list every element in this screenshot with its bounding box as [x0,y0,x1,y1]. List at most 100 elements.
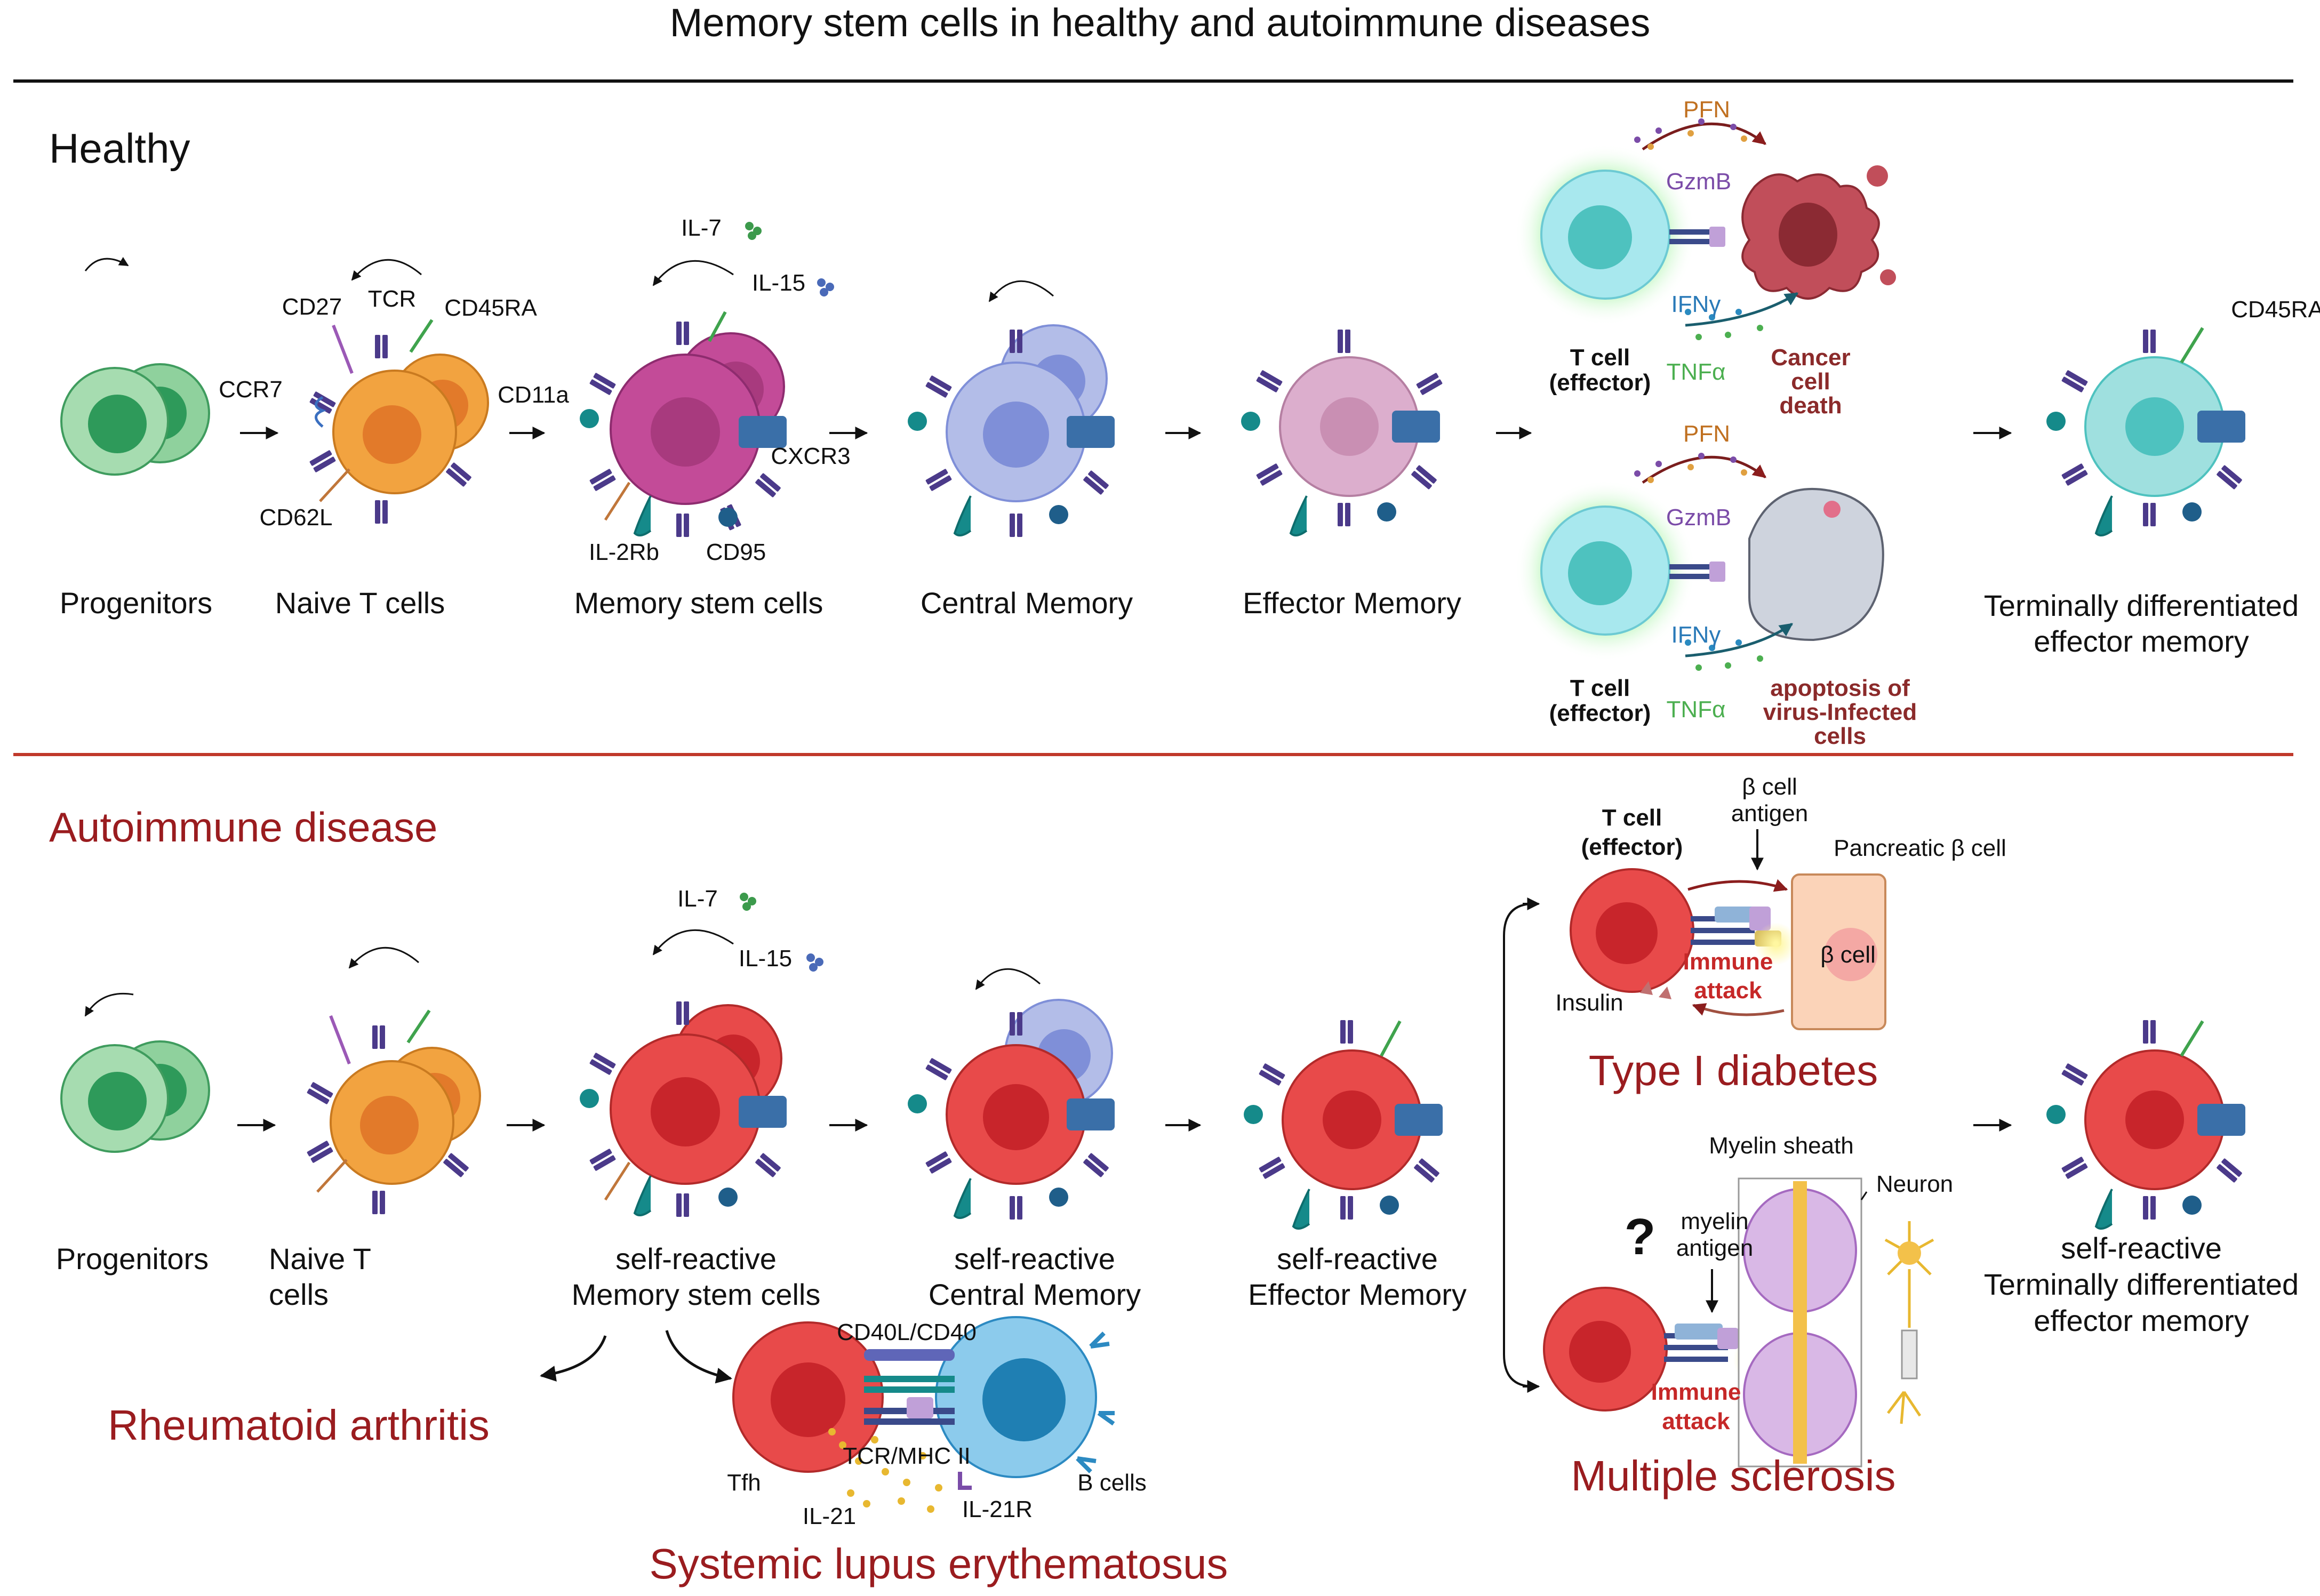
t1d-tcell-1: T cell [1602,805,1662,831]
stage-effector-auto-2: Effector Memory [1248,1278,1467,1311]
sle-tfh: Tfh [727,1470,761,1496]
stage-central-auto-2: Central Memory [929,1278,1141,1311]
marker-cd27: CD27 [282,294,342,320]
marker-cxcr3: CXCR3 [771,443,850,469]
effector-virus-panel [1515,453,1884,671]
label-tcell-bottom-2: (effector) [1549,700,1651,726]
t1d-bcell-label: β cell [1820,942,1876,968]
ms-attack-1: Immune [1651,1379,1741,1405]
il7-dots [745,222,762,240]
sle-il21r: IL-21R [962,1496,1033,1522]
stage-progenitors: Progenitors [60,586,212,620]
t1d-tcell-2: (effector) [1581,834,1683,860]
central-memory-cell [908,280,1115,537]
label-cancer-2: cell [1791,368,1830,395]
t1d-title: Type I diabetes [1589,1047,1878,1094]
stage-naive-auto-1: Naive T [269,1242,371,1276]
label-tcell-top-2: (effector) [1549,370,1651,396]
label-virus-2: virus-Infected [1763,699,1917,725]
t1d-attack-1: Immune [1683,949,1773,975]
marker-cd45ra-terminal: CD45RA [2231,296,2320,323]
stage-naive: Naive T cells [275,586,445,620]
label-pfn-top: PFN [1683,97,1730,123]
ms-panel [1543,1177,1934,1467]
sle-bcells: B cells [1077,1470,1147,1496]
label-cancer-1: Cancer [1771,344,1850,371]
cytokine-il7: IL-7 [681,215,722,241]
stage-terminal-auto-3: effector memory [2034,1304,2249,1337]
stage-stem-auto-1: self-reactive [615,1242,777,1276]
label-tcell-bottom-1: T cell [1570,675,1630,701]
marker-cd62l: CD62L [260,504,333,531]
marker-ccr7: CCR7 [219,376,283,403]
terminal-effector-cell [2046,327,2245,536]
label-cancer-3: death [1779,392,1842,419]
label-gzmb-top: GzmB [1666,169,1731,195]
ms-myelin-label: Myelin sheath [1709,1133,1853,1159]
ms-neuron-label: Neuron [1876,1171,1953,1197]
stage-naive-auto-2: cells [269,1278,329,1311]
label-tnfa-bottom: TNFα [1667,696,1726,723]
t1d-attack-2: attack [1694,977,1762,1004]
label-ifng-bottom: IFNγ [1671,622,1721,648]
il7-dots-auto [740,893,756,911]
marker-cd11a: CD11a [498,382,569,408]
self-reactive-stem-cell [580,929,787,1217]
self-reactive-effector-cell [1244,1020,1443,1230]
progenitor-cell [60,256,210,476]
label-tnfa-top: TNFα [1667,359,1726,385]
stage-terminal-auto-1: self-reactive [2061,1231,2222,1265]
ms-antigen-1: myelin [1681,1208,1748,1234]
effector-cancer-panel [1515,118,1896,340]
ms-antigen-2: antigen [1676,1235,1753,1261]
sle-il21: IL-21 [803,1503,856,1529]
t1d-antigen-1: β cell [1742,774,1797,800]
cytokine-il15-auto: IL-15 [739,945,792,972]
progenitor-cell-auto [60,992,210,1153]
naive-t-cell-auto [306,947,481,1214]
label-tcell-top-1: T cell [1570,344,1630,371]
branch-bracket [1503,903,1534,1388]
marker-cd95: CD95 [706,539,766,565]
stage-central-memory: Central Memory [921,586,1133,620]
marker-tcr: TCR [368,286,416,312]
t1d-antigen-2: antigen [1731,800,1808,827]
t1d-pancreatic-label: Pancreatic β cell [1834,835,2006,861]
label-pfn-bottom: PFN [1683,421,1730,447]
memory-stem-cell [580,260,787,537]
cytokine-il7-auto: IL-7 [677,886,718,912]
sle-cd40: CD40L/CD40 [837,1319,977,1345]
stage-effector-memory: Effector Memory [1243,586,1461,620]
label-virus-1: apoptosis of [1770,675,1910,701]
stage-central-auto-1: self-reactive [954,1242,1115,1276]
healthy-heading: Healthy [49,125,190,172]
stage-terminal-auto-2: Terminally differentiated [1984,1268,2299,1301]
sle-title: Systemic lupus erythematosus [650,1540,1228,1587]
ms-attack-2: attack [1662,1408,1730,1434]
stage-memory-stem: Memory stem cells [574,586,823,620]
marker-il2rb: IL-2Rb [589,539,659,565]
cytokine-il15: IL-15 [752,270,805,296]
label-ifng-top: IFNγ [1671,291,1721,317]
naive-t-cell [309,259,489,524]
stage-terminal-1: Terminally differentiated [1984,589,2299,622]
il15-dots-auto [806,953,823,972]
disease-ra: Rheumatoid arthritis [108,1401,490,1449]
sle-tcr-mhc: TCR/MHC II [843,1443,971,1469]
t1d-panel [1570,829,1886,1030]
autoimmune-heading: Autoimmune disease [49,804,437,851]
stage-terminal-2: effector memory [2034,624,2249,658]
effector-memory-cell [1241,330,1443,536]
ms-title: Multiple sclerosis [1571,1452,1895,1499]
self-reactive-terminal-cell [2046,1020,2245,1230]
stage-stem-auto-2: Memory stem cells [572,1278,821,1311]
t1d-insulin: Insulin [1555,990,1623,1016]
arrow-to-ra [540,1335,607,1382]
arrow-to-sle [665,1330,732,1384]
marker-cd45ra: CD45RA [444,295,537,321]
self-reactive-central-cell [908,968,1115,1220]
label-gzmb-bottom: GzmB [1666,504,1731,531]
stage-effector-auto-1: self-reactive [1277,1242,1438,1276]
stage-progenitors-auto: Progenitors [56,1242,209,1276]
